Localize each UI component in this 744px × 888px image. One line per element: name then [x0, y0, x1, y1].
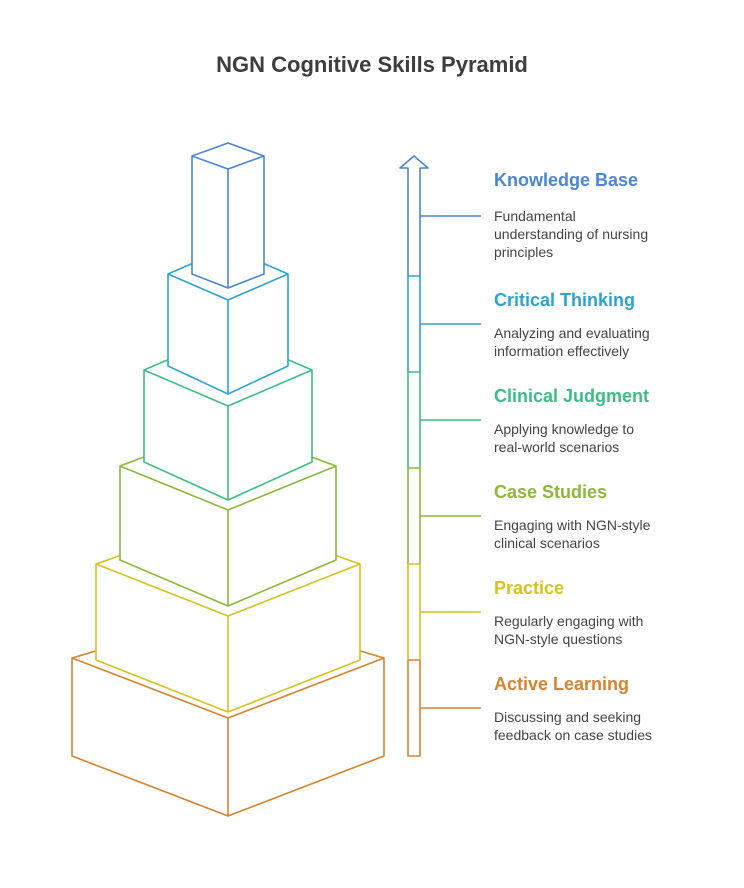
level-description-practice: Regularly engaging with NGN-style questi…: [494, 613, 644, 647]
level-title-case-studies: Case Studies: [494, 482, 608, 502]
level-description-active-learning: Discussing and seeking feedback on case …: [494, 709, 652, 743]
level-title-practice: Practice: [494, 578, 565, 598]
up-arrow-icon: [399, 155, 429, 276]
page-title: NGN Cognitive Skills Pyramid: [216, 52, 528, 77]
level-description-critical-thinking: Analyzing and evaluating information eff…: [494, 325, 650, 359]
pyramid-block-clinical-judgment: [143, 333, 313, 501]
level-description-clinical-judgment: Applying knowledge to real-world scenari…: [494, 421, 635, 455]
pyramid-block-knowledge-base: [191, 142, 265, 289]
level-title-active-learning: Active Learning: [494, 674, 630, 694]
level-title-critical-thinking: Critical Thinking: [494, 290, 636, 310]
level-title-knowledge-base: Knowledge Base: [494, 170, 639, 190]
progress-arrow: [399, 155, 429, 757]
level-description-case-studies: Engaging with NGN-style clinical scenari…: [494, 517, 651, 551]
level-description-knowledge-base: Fundamental understanding of nursing pri…: [494, 208, 649, 260]
level-title-clinical-judgment: Clinical Judgment: [494, 386, 650, 406]
